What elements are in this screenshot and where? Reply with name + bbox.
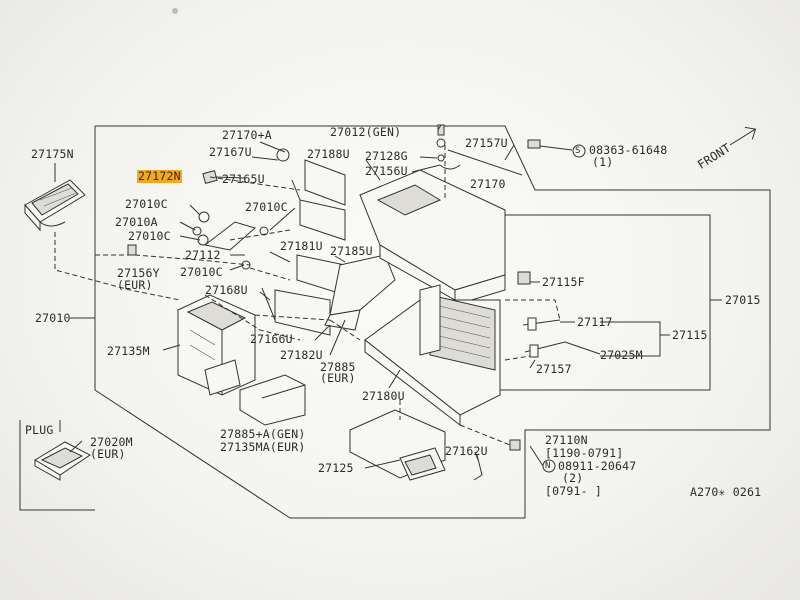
- dashed-guide-lines: [54, 145, 561, 446]
- duct-27125-drawing: [349, 409, 446, 481]
- leader-lines: [69, 124, 601, 469]
- label-27010: 27010: [35, 311, 71, 325]
- label-27168U: 27168U: [205, 283, 248, 297]
- label-27010C-d: 27010C: [245, 200, 288, 214]
- label-27128G: 27128G: [365, 149, 408, 163]
- label-27010C-c: 27010C: [180, 265, 223, 279]
- bracket-27115: [600, 321, 661, 357]
- label-27180U: 27180U: [362, 389, 405, 403]
- label-27156U: 27156U: [365, 164, 408, 178]
- label-27117: 27117: [577, 315, 613, 329]
- actuator-rods-drawing: [473, 271, 566, 481]
- label-27188U: 27188U: [307, 147, 350, 161]
- duct-27135M-drawing: [177, 294, 256, 396]
- label-27170: 27170: [470, 177, 506, 191]
- label-27135MA: 27135MA(EUR): [220, 440, 306, 454]
- label-27885: 27885: [320, 360, 356, 374]
- label-27020M-note: (EUR): [90, 447, 126, 461]
- label-27170A: 27170+A: [222, 128, 272, 142]
- label-27020M: 27020M: [90, 435, 133, 449]
- label-27175N: 27175N: [31, 147, 74, 161]
- label-27166U: 27166U: [250, 332, 293, 346]
- label-27185U: 27185U: [330, 244, 373, 258]
- label-27182U: 27182U: [280, 348, 323, 362]
- label-27156Y-note: (EUR): [117, 278, 153, 292]
- diagram-reference-code: A270✳ 0261: [690, 485, 762, 499]
- n-marker-circle: [542, 459, 556, 473]
- plug-bracket: [19, 420, 95, 511]
- label-27110N: 27110N: [545, 433, 588, 447]
- label-27885-note: (EUR): [320, 371, 356, 385]
- label-27157U: 27157U: [465, 136, 508, 150]
- label-08363-qty: (1): [592, 155, 614, 169]
- label-27135M: 27135M: [107, 344, 150, 358]
- label-27010A: 27010A: [115, 215, 158, 229]
- label-27181U: 27181U: [280, 239, 323, 253]
- door-27166U-drawing: [274, 289, 331, 336]
- label-27157: 27157: [536, 362, 572, 376]
- n-marker-letter: N: [545, 461, 551, 471]
- label-27025M: 27025M: [600, 348, 643, 362]
- assembly-boundary-27010: [94, 125, 771, 519]
- label-08911-range: [0791- ]: [545, 484, 602, 498]
- label-27115: 27115: [672, 328, 708, 342]
- heater-housing-drawing: [359, 169, 506, 427]
- duct-27885-drawing: [239, 374, 306, 426]
- label-27162U: 27162U: [445, 444, 488, 458]
- label-27156Y: 27156Y: [117, 266, 160, 280]
- s-marker-circle: [572, 144, 586, 158]
- label-27010C-a: 27010C: [125, 197, 168, 211]
- label-plug: PLUG: [25, 423, 54, 437]
- link-parts-drawing: [127, 211, 269, 270]
- label-27012-gen: 27012(GEN): [330, 125, 402, 139]
- bracket-27015: [500, 214, 711, 391]
- s-marker-letter: S: [575, 146, 581, 156]
- label-08363-61648: 08363-61648: [589, 143, 668, 157]
- label-27110N-range: [1190-0791]: [545, 446, 624, 460]
- label-27112: 27112: [185, 248, 221, 262]
- label-08911-20647: 08911-20647: [558, 459, 637, 473]
- label-27165U: 27165U: [222, 172, 265, 186]
- label-27172N-highlighted: 27172N: [137, 169, 182, 183]
- label-27015: 27015: [725, 293, 761, 307]
- top-fasteners-drawing: [276, 124, 541, 176]
- label-27125: 27125: [318, 461, 354, 475]
- label-08911-qty: (2): [562, 471, 584, 485]
- door-27188U-drawing: [304, 159, 346, 206]
- label-27167U: 27167U: [209, 145, 252, 159]
- door-27165U-drawing: [299, 199, 346, 241]
- label-27115F: 27115F: [542, 275, 585, 289]
- plug-27020M-drawing: [34, 441, 91, 481]
- duct-27185U-drawing: [329, 254, 396, 316]
- label-27885A: 27885+A(GEN): [220, 427, 306, 441]
- screen-dust-speck: [172, 8, 178, 14]
- label-27010C-b: 27010C: [128, 229, 171, 243]
- vent-27175N-drawing: [24, 179, 86, 232]
- front-arrow: [729, 126, 757, 146]
